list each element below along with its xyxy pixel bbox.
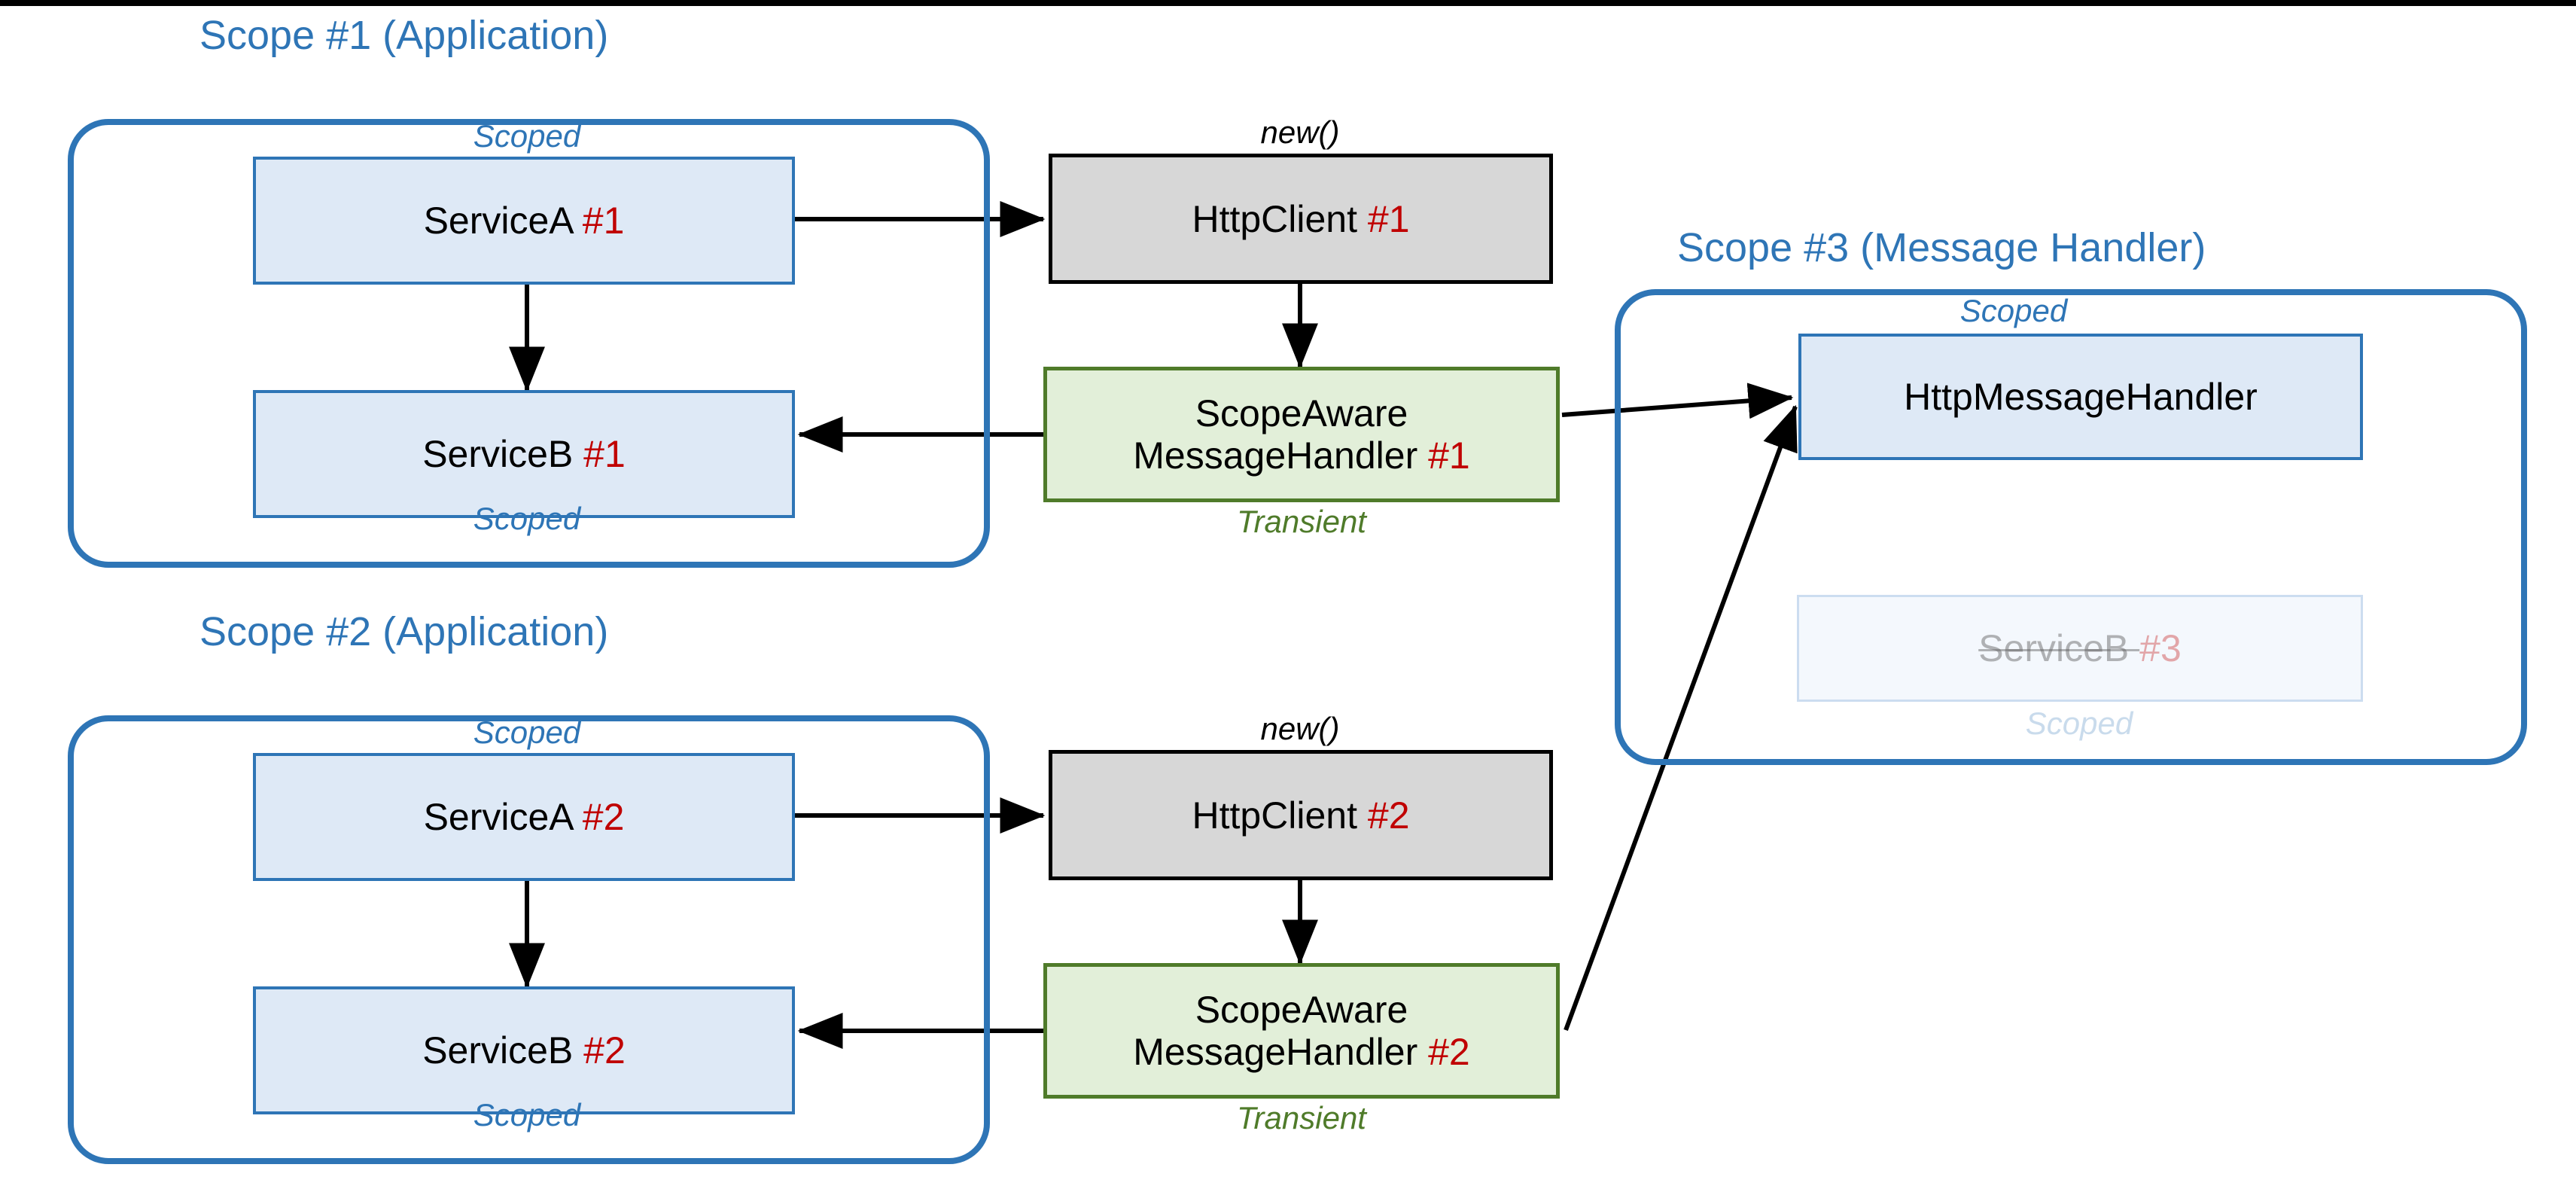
serviceb3-lifetime-caption: Scoped — [2025, 706, 2133, 741]
scope2-title: Scope #2 (Application) — [199, 609, 609, 654]
httpclient1-lifetime-caption: new() — [1260, 114, 1340, 150]
httpclient1-number: #1 — [1367, 197, 1410, 240]
scope3-title: Scope #3 (Message Handler) — [1677, 225, 2206, 270]
top-black-bar — [0, 0, 2576, 6]
serviceb2-number: #2 — [583, 1029, 626, 1071]
httpmessagehandler-label: HttpMessageHandler — [1904, 376, 2258, 418]
serviceb2-label: ServiceB — [422, 1029, 584, 1071]
node-servicea1[interactable]: ServiceA #1 — [253, 157, 795, 285]
httpclient2-number: #2 — [1367, 794, 1410, 837]
handler2-number: #2 — [1428, 1031, 1470, 1073]
servicea2-number: #2 — [582, 796, 625, 838]
scope3-container — [1615, 289, 2527, 765]
handler2-lifetime-caption: Transient — [1237, 1100, 1366, 1135]
node-httpmessagehandler[interactable]: HttpMessageHandler — [1798, 334, 2363, 460]
servicea1-label: ServiceA — [423, 200, 583, 242]
serviceb1-number: #1 — [583, 433, 626, 475]
servicea2-lifetime-caption: Scoped — [473, 715, 581, 750]
handler1-lifetime-caption: Transient — [1237, 504, 1366, 539]
httpclient2-lifetime-caption: new() — [1260, 711, 1340, 746]
scope1-container — [68, 119, 990, 568]
node-servicea2[interactable]: ServiceA #2 — [253, 753, 795, 881]
httpclient1-label: HttpClient — [1192, 197, 1368, 240]
handler2-line1: ScopeAware — [1195, 989, 1408, 1031]
servicea1-number: #1 — [582, 200, 625, 242]
node-httpclient2[interactable]: HttpClient #2 — [1049, 750, 1553, 880]
node-scopeaware-handler1[interactable]: ScopeAware MessageHandler #1 — [1043, 367, 1560, 502]
node-serviceb3[interactable]: ServiceB #3 — [1797, 595, 2363, 702]
servicea1-lifetime-caption: Scoped — [473, 118, 581, 154]
scope2-container — [68, 715, 990, 1164]
handler2-line2: MessageHandler — [1133, 1031, 1429, 1073]
serviceb1-lifetime-caption: Scoped — [473, 501, 581, 536]
serviceb3-label: ServiceB — [1978, 627, 2140, 669]
serviceb2-lifetime-caption: Scoped — [473, 1097, 581, 1132]
node-serviceb2[interactable]: ServiceB #2 — [253, 986, 795, 1114]
node-serviceb1[interactable]: ServiceB #1 — [253, 390, 795, 518]
node-scopeaware-handler2[interactable]: ScopeAware MessageHandler #2 — [1043, 963, 1560, 1099]
handler1-number: #1 — [1428, 434, 1470, 477]
node-httpclient1[interactable]: HttpClient #1 — [1049, 154, 1553, 284]
httpclient2-label: HttpClient — [1192, 794, 1368, 837]
httpmessagehandler-lifetime-caption: Scoped — [1959, 293, 2068, 328]
serviceb3-number: #3 — [2139, 627, 2182, 669]
handler1-line2: MessageHandler — [1133, 434, 1429, 477]
serviceb1-label: ServiceB — [422, 433, 584, 475]
handler1-line1: ScopeAware — [1195, 392, 1408, 434]
scope1-title: Scope #1 (Application) — [199, 13, 609, 58]
servicea2-label: ServiceA — [423, 796, 583, 838]
